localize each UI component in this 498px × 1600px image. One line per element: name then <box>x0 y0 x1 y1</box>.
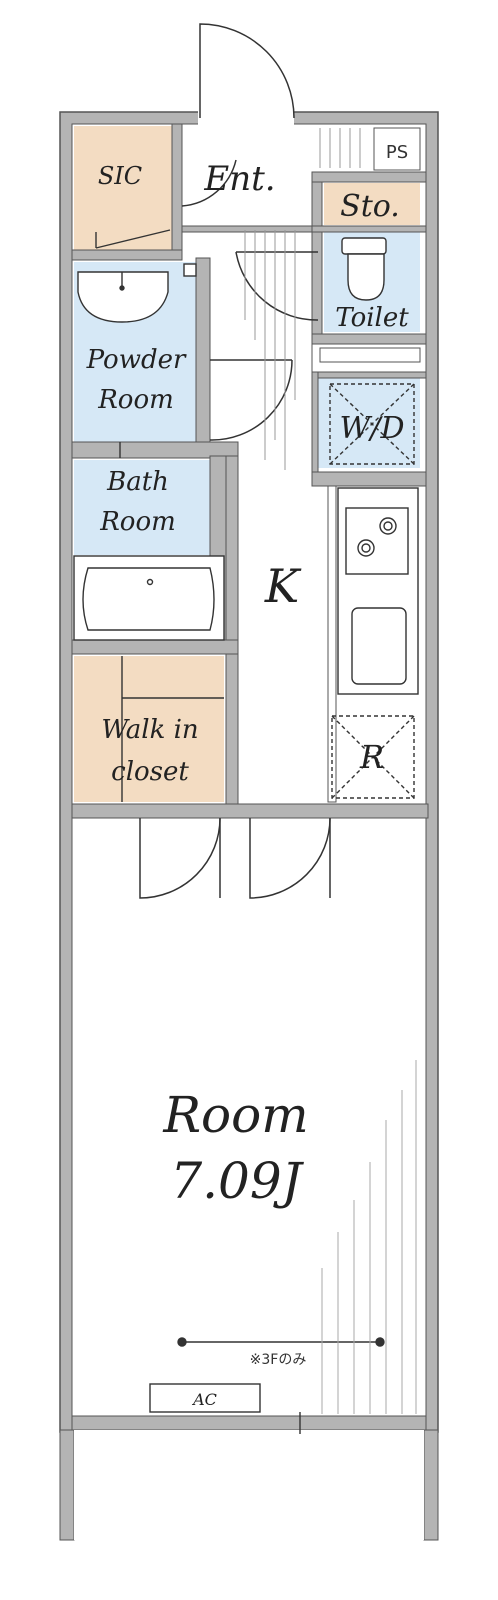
kitchen-sink-icon <box>351 607 407 685</box>
label-toilet: Toilet <box>335 303 409 333</box>
sic-door <box>181 159 237 207</box>
wd-icon <box>329 383 415 465</box>
label-room-1: Room <box>162 1086 308 1144</box>
label-note: ※3Fのみ <box>250 1352 307 1368</box>
refrigerator-icon <box>331 715 415 799</box>
label-ac: AC <box>191 1390 217 1409</box>
doors <box>139 23 331 899</box>
label-walkin-1: Walk in <box>101 715 198 745</box>
interior-walls <box>71 123 429 1431</box>
label-bath-room-2: Room <box>99 507 176 537</box>
label-room-2: 7.09J <box>170 1152 304 1210</box>
small-box <box>183 263 197 277</box>
room-door <box>249 817 331 899</box>
ac-unit <box>149 1383 261 1413</box>
label-ps: PS <box>386 142 408 163</box>
label-kitchen: K <box>264 559 302 613</box>
bath-room-area <box>74 460 210 555</box>
sunlight-marks <box>321 1060 417 1414</box>
walk-in-closet-area <box>74 656 224 802</box>
powder-door <box>209 359 293 441</box>
label-storage: Sto. <box>340 189 400 224</box>
label-sic: SIC <box>98 162 142 190</box>
label-walkin-2: closet <box>111 757 189 787</box>
fixtures <box>73 229 419 1434</box>
label-powder-room-2: Room <box>97 385 174 415</box>
sic-shelf <box>95 229 171 249</box>
stove-icon <box>345 507 409 575</box>
balcony <box>59 1429 439 1541</box>
label-bath-room-1: Bath <box>106 467 169 497</box>
closet-door <box>139 817 221 899</box>
toilet-icon <box>341 237 387 301</box>
sic-area <box>74 126 172 250</box>
entrance-door <box>199 23 295 119</box>
label-wd: W/D <box>340 411 405 446</box>
storage-area <box>324 183 420 225</box>
label-entrance: Ent. <box>203 159 275 199</box>
kitchen-counter <box>337 487 419 695</box>
floor-marks <box>244 128 361 470</box>
label-refrigerator: R <box>359 738 384 776</box>
sink-icon <box>77 271 169 323</box>
label-powder-room-1: Powder <box>86 345 187 375</box>
bathtub-icon <box>73 555 225 641</box>
toilet-door <box>235 251 319 321</box>
